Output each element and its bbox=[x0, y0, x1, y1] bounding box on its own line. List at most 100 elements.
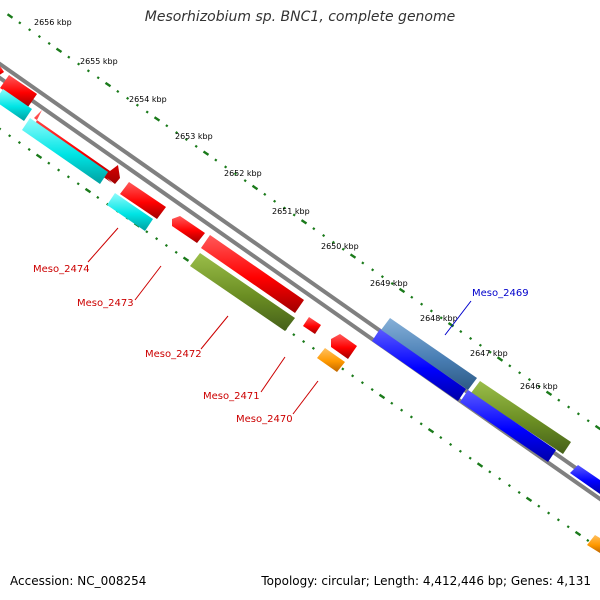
label-connector bbox=[444, 300, 472, 336]
tick-minor bbox=[18, 21, 22, 25]
tick-minor bbox=[556, 518, 560, 522]
tick-minor bbox=[468, 456, 472, 460]
tick-minor bbox=[478, 343, 482, 347]
tick-minor bbox=[126, 96, 130, 100]
tick-minor bbox=[57, 168, 61, 172]
gene-feature[interactable] bbox=[0, 66, 4, 76]
tick-minor bbox=[371, 268, 375, 272]
tick-minor bbox=[557, 398, 561, 402]
tick-major bbox=[545, 390, 553, 396]
label-connector bbox=[292, 380, 319, 415]
tick-major bbox=[300, 219, 308, 225]
gene-feature[interactable] bbox=[172, 216, 205, 243]
tick-minor bbox=[175, 131, 179, 135]
tick-minor bbox=[498, 477, 502, 481]
tick-minor bbox=[322, 234, 326, 238]
tick-minor bbox=[224, 165, 228, 169]
gene-feature[interactable] bbox=[190, 253, 295, 331]
kbp-label: 2655 kbp bbox=[80, 57, 118, 66]
gene-features bbox=[0, 66, 600, 553]
tick-minor bbox=[488, 470, 492, 474]
tick-minor bbox=[537, 384, 541, 388]
gene-feature[interactable] bbox=[331, 334, 357, 359]
tick-minor bbox=[86, 69, 90, 73]
tick-minor bbox=[547, 511, 551, 515]
tick-minor bbox=[419, 422, 423, 426]
tick-minor bbox=[96, 195, 100, 199]
tick-minor bbox=[566, 525, 570, 529]
tick-major bbox=[447, 322, 455, 328]
gene-label-meso-2472[interactable]: Meso_2472 bbox=[145, 349, 202, 360]
tick-minor bbox=[165, 124, 169, 128]
label-connector bbox=[134, 265, 162, 301]
tick-minor bbox=[469, 336, 473, 340]
tick-minor bbox=[77, 62, 81, 66]
tick-minor bbox=[439, 316, 443, 320]
tick-minor bbox=[27, 147, 31, 151]
kbp-label: 2648 kbp bbox=[420, 314, 458, 323]
label-connector bbox=[260, 356, 286, 393]
tick-minor bbox=[370, 388, 374, 392]
tick-minor bbox=[66, 175, 70, 179]
tick-minor bbox=[311, 346, 315, 350]
tick-minor bbox=[361, 261, 365, 265]
tick-major bbox=[476, 462, 484, 468]
gene-feature[interactable] bbox=[587, 535, 600, 553]
gene-feature[interactable] bbox=[381, 318, 477, 390]
tick-minor bbox=[400, 408, 404, 412]
gene-feature[interactable] bbox=[471, 381, 571, 454]
tick-minor bbox=[273, 199, 277, 203]
tick-major bbox=[202, 150, 210, 156]
tick-minor bbox=[429, 309, 433, 313]
gene-label-meso-2469[interactable]: Meso_2469 bbox=[472, 288, 529, 299]
gene-feature[interactable] bbox=[303, 317, 321, 334]
tick-minor bbox=[527, 378, 531, 382]
kbp-label: 2651 kbp bbox=[272, 207, 310, 216]
tick-minor bbox=[292, 333, 296, 337]
tick-major bbox=[378, 393, 386, 400]
tick-minor bbox=[145, 230, 149, 234]
accession-text: Accession: NC_008254 bbox=[10, 574, 147, 588]
kbp-label: 2647 kbp bbox=[470, 349, 508, 358]
tick-minor bbox=[488, 350, 492, 354]
gene-feature[interactable] bbox=[317, 348, 345, 372]
topology-text: Topology: circular; Length: 4,412,446 bp… bbox=[261, 574, 591, 588]
tick-minor bbox=[410, 295, 414, 299]
tick-minor bbox=[116, 89, 120, 93]
gene-feature[interactable] bbox=[0, 89, 32, 121]
tick-major bbox=[398, 287, 406, 294]
tick-minor bbox=[449, 442, 453, 446]
tick-minor bbox=[96, 76, 100, 80]
gene-feature[interactable] bbox=[22, 118, 108, 184]
kbp-label: 2650 kbp bbox=[321, 242, 359, 251]
tick-minor bbox=[37, 35, 41, 39]
tick-minor bbox=[390, 282, 394, 286]
tick-minor bbox=[174, 250, 178, 254]
gene-label-meso-2471[interactable]: Meso_2471 bbox=[203, 391, 260, 402]
gene-label-meso-2470[interactable]: Meso_2470 bbox=[236, 414, 293, 425]
tick-minor bbox=[155, 237, 159, 241]
tick-major bbox=[349, 253, 357, 259]
tick-track-outer bbox=[6, 13, 600, 431]
tick-minor bbox=[28, 28, 32, 32]
tick-minor bbox=[0, 127, 2, 131]
tick-minor bbox=[586, 538, 590, 542]
gene-label-meso-2474[interactable]: Meso_2474 bbox=[33, 264, 90, 275]
gene-feature[interactable] bbox=[120, 182, 166, 219]
gene-feature[interactable] bbox=[372, 329, 466, 401]
tick-minor bbox=[341, 247, 345, 251]
gene-feature[interactable] bbox=[0, 75, 37, 107]
gene-feature[interactable] bbox=[460, 390, 556, 462]
tick-minor bbox=[282, 206, 286, 210]
gene-label-meso-2473[interactable]: Meso_2473 bbox=[77, 298, 134, 309]
tick-major bbox=[153, 116, 161, 122]
gene-feature[interactable] bbox=[570, 465, 600, 494]
tick-minor bbox=[76, 182, 80, 186]
tick-minor bbox=[537, 504, 541, 508]
tick-minor bbox=[459, 330, 463, 334]
gene-feature[interactable] bbox=[201, 235, 304, 313]
kbp-label: 2652 kbp bbox=[224, 169, 262, 178]
tick-minor bbox=[67, 55, 71, 59]
gene-feature[interactable] bbox=[107, 193, 153, 231]
